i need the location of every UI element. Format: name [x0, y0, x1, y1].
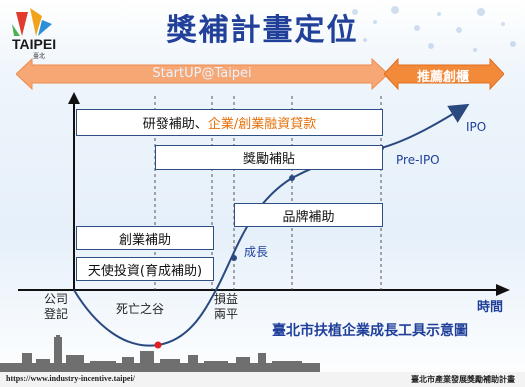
- x-axis-arrow: [496, 284, 510, 296]
- taipei-logo-icon: [12, 8, 52, 36]
- logo-text: TAIPEI: [12, 36, 57, 52]
- footer-program-name: 臺北市產業發展獎勵補助計畫: [411, 375, 515, 384]
- stage-valley-label: 死亡之谷: [116, 302, 165, 316]
- stage-ipo-label: IPO: [466, 120, 487, 134]
- stage-founding-label: 公司 登記: [44, 292, 69, 321]
- x-axis-label: 時間: [477, 300, 504, 315]
- chart-caption: 臺北市扶植企業成長工具示意圖: [272, 323, 468, 339]
- angel-investment-text: 天使投資(育成補助): [87, 263, 203, 279]
- startup-subsidy-box: 創業補助: [76, 226, 214, 250]
- logo-subtext: 臺北: [33, 53, 46, 60]
- recommend-phase-band: [384, 57, 504, 91]
- footer-url: https://www.industry-incentive.taipei/: [6, 374, 135, 383]
- reward-subsidy-text: 獎勵補貼: [242, 152, 295, 167]
- recommend-phase-label: 推薦創櫃: [416, 70, 469, 85]
- stage-preipo-label: Pre-IPO: [396, 153, 440, 167]
- stage-growth-label: 成長: [244, 245, 269, 259]
- stage-breakeven-label: 損益 兩平: [214, 292, 239, 321]
- curve-point-2: [289, 175, 295, 181]
- loan-text: 企業/創業融資貸款: [207, 117, 317, 132]
- rd-subsidy-text: 研發補助、: [142, 117, 208, 132]
- growth-curve: [73, 103, 470, 347]
- curve-point-1: [231, 255, 237, 261]
- y-axis-arrow: [68, 92, 80, 104]
- reward-subsidy-box: 獎勵補貼: [155, 145, 383, 170]
- brand-subsidy-box: 品牌補助: [234, 203, 383, 227]
- startup-subsidy-text: 創業補助: [118, 232, 171, 248]
- decorative-dots: [352, 6, 516, 52]
- startup-phase-band: [16, 57, 388, 91]
- brand-subsidy-text: 品牌補助: [282, 209, 335, 225]
- startup-phase-label: StartUP@Taipei: [152, 66, 252, 81]
- angel-investment-box: 天使投資(育成補助): [76, 257, 214, 281]
- valley-point: [154, 341, 162, 349]
- city-skyline-icon: [0, 335, 320, 373]
- page-title: 獎補計畫定位: [166, 13, 359, 48]
- rd-subsidy-box: 研發補助、企業/創業融資貸款: [76, 109, 383, 136]
- footer-bar: [0, 372, 525, 387]
